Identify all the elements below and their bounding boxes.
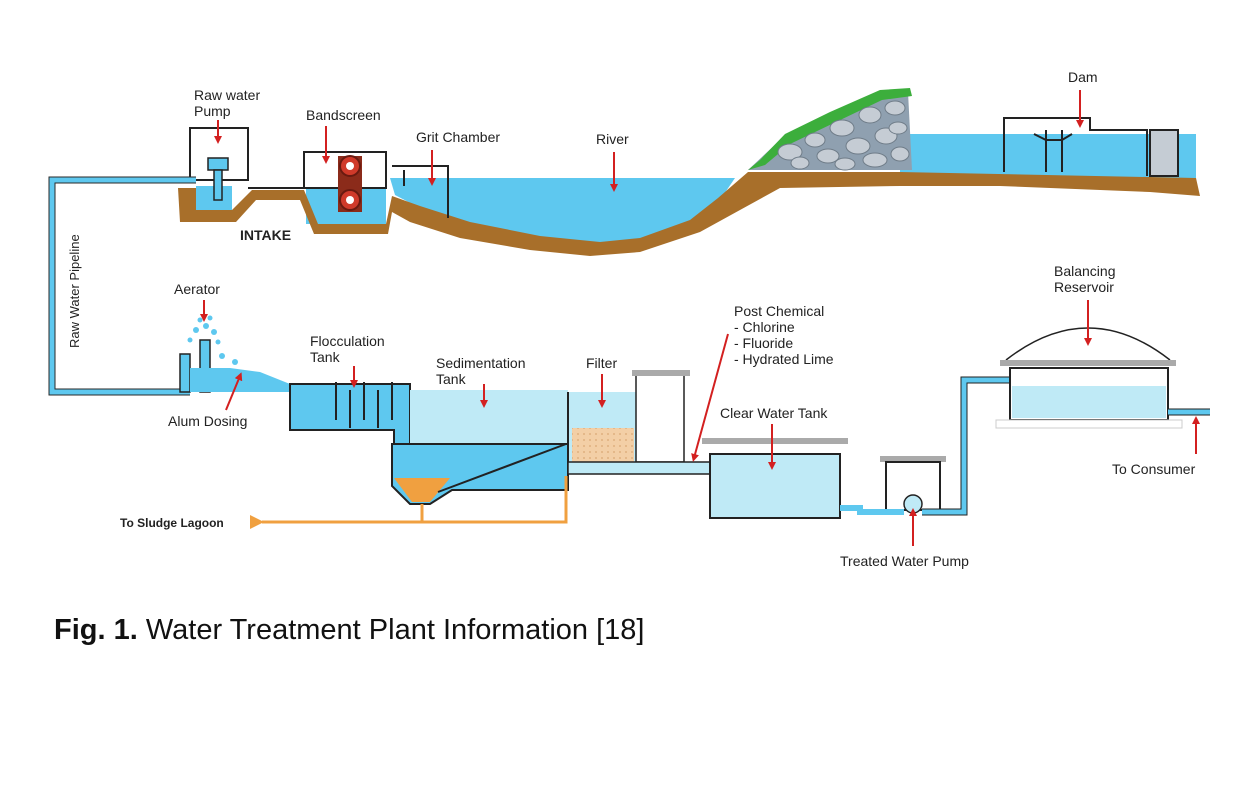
filter-outlet-pipe [567,461,711,475]
pipe-clear-to-pump [840,505,904,515]
label-clear-water-tank: Clear Water Tank [720,405,828,421]
pointer-arrows [200,90,1200,546]
hill-grass [748,88,912,170]
sludge-line [250,504,424,529]
sedimentation-tank-upper [410,390,568,444]
label-raw-water-pump-2: Pump [194,103,231,119]
bandscreen-rollers-icon [338,155,362,212]
label-filter: Filter [586,355,617,371]
reservoir-water [1012,386,1166,418]
label-raw-water-pump-1: Raw water [194,87,260,103]
pump-icon [207,157,229,201]
treated-pump-house-roof [880,456,946,462]
label-post-chemical-4: - Hydrated Lime [734,351,834,367]
filter-housing [635,373,685,463]
flocculation-baffles [335,382,393,428]
arrow-post-chemical [691,333,729,462]
label-bandscreen: Bandscreen [306,107,381,123]
label-alum-dosing: Alum Dosing [168,413,247,429]
label-to-consumer: To Consumer [1112,461,1196,477]
label-balancing-reservoir-2: Reservoir [1054,279,1114,295]
river-bed-earth [178,172,1200,256]
label-raw-water-pipeline: Raw Water Pipeline [67,234,82,348]
river-water [390,178,735,244]
label-flocculation-2: Tank [310,349,341,365]
caption-prefix: Fig. 1. [54,614,138,646]
label-post-chemical-3: - Fluoride [734,335,793,351]
raw-water-pipeline [49,177,196,395]
aerator [179,315,290,393]
clear-water-tank [709,453,841,519]
filter-lid [632,370,690,376]
label-balancing-reservoir-1: Balancing [1054,263,1116,279]
arrow-alum-dosing [225,372,243,411]
caption-text: Water Treatment Plant Information [18] [137,614,645,646]
grit-chamber [392,165,449,218]
pipe-pump-to-reservoir [922,377,1014,515]
label-flocculation-1: Flocculation [310,333,385,349]
label-grit-chamber: Grit Chamber [416,129,500,145]
rocks [777,100,910,171]
label-aerator: Aerator [174,281,220,297]
treated-water-pump-icon [903,494,923,514]
filter-sand [572,428,634,462]
figure-caption: Fig. 1. Water Treatment Plant Informatio… [54,614,644,647]
label-river: River [596,131,629,147]
clear-water-tank-lid [702,438,848,444]
aerator-spray-icon [187,315,238,365]
sedimentation-slope [437,443,567,493]
label-dam: Dam [1068,69,1098,85]
label-post-chemical-2: - Chlorine [734,319,795,335]
label-sedimentation-1: Sedimentation [436,355,526,371]
sludge-hopper [394,478,450,502]
label-intake: INTAKE [240,227,291,243]
reservoir-roof [1000,360,1176,366]
reservoir-base [995,419,1183,429]
sludge-line-filter [422,476,568,524]
label-sedimentation-2: Tank [436,371,467,387]
label-treated-water-pump: Treated Water Pump [840,553,969,569]
label-to-sludge-lagoon: To Sludge Lagoon [120,516,224,530]
label-post-chemical-1: Post Chemical [734,303,824,319]
dam-structure [1003,117,1179,177]
water-treatment-diagram: Raw water Pump Bandscreen Grit Chamber R… [48,69,1210,569]
